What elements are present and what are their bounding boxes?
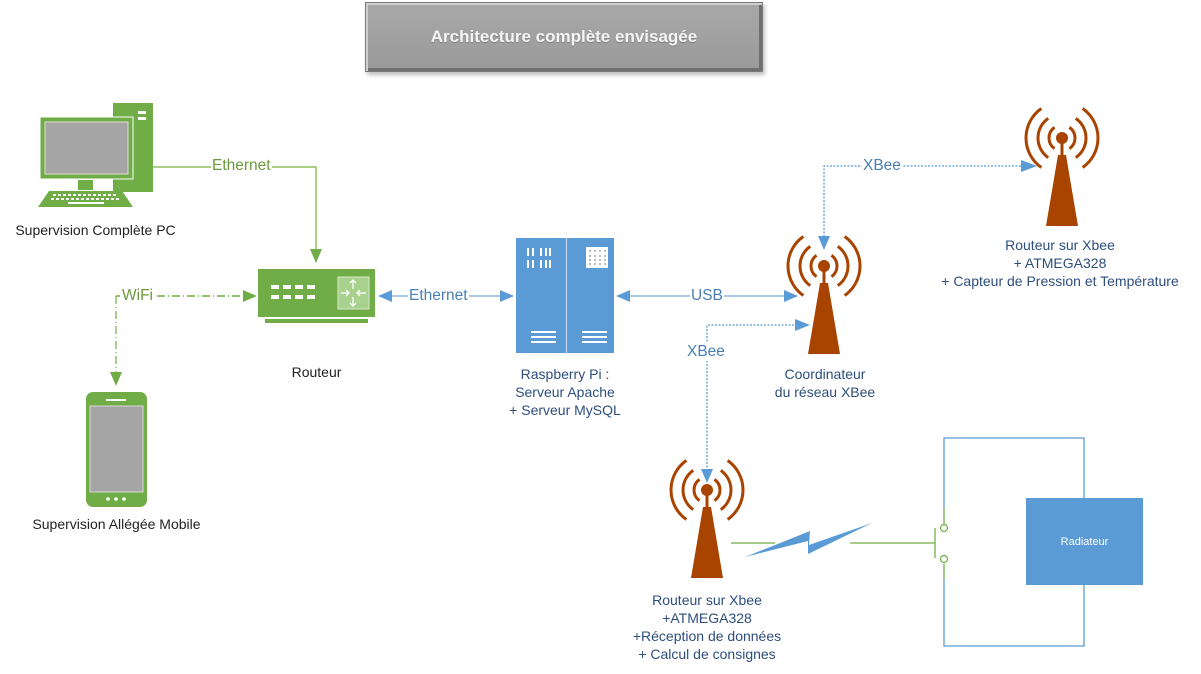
lightning-icon — [745, 523, 872, 557]
edge-label-ethernet-raspberry: Ethernet — [408, 287, 469, 305]
coordinator-label-line: Coordinateur — [784, 366, 866, 382]
sensor-router-label: Routeur sur Xbee + ATMEGA328 + Capteur d… — [925, 236, 1195, 290]
smartphone-icon — [86, 392, 147, 507]
desktop-computer-icon — [38, 103, 153, 207]
edge-label-wifi: WiFi — [121, 287, 154, 305]
actuator-router-label-line: +ATMEGA328 — [662, 610, 752, 626]
sensor-router-label-line: Routeur sur Xbee — [1005, 237, 1115, 253]
actuator-router-label: Routeur sur Xbee +ATMEGA328 +Réception d… — [617, 591, 797, 663]
server-icon — [516, 238, 614, 353]
edge-label-xbee-sensor: XBee — [862, 157, 902, 175]
radiator-box: Radiateur — [1026, 498, 1143, 585]
edge-xbee-sensor — [818, 160, 1037, 250]
edge-pc-router — [153, 166, 322, 263]
actuator-router-label-line: + Calcul de consignes — [638, 646, 776, 662]
pc-label: Supervision Complète PC — [15, 222, 176, 238]
radiator-label: Radiateur — [1060, 535, 1109, 548]
edge-label-xbee-actuator: XBee — [686, 343, 726, 361]
actuator-router-antenna-icon — [669, 459, 745, 578]
raspberry-label: Raspberry Pi : Serveur Apache + Serveur … — [485, 365, 645, 419]
edge-label-usb: USB — [690, 287, 724, 305]
relay-link — [731, 528, 936, 558]
diagram-title: Architecture complète envisagée — [365, 2, 763, 72]
edge-label-ethernet-pc: Ethernet — [211, 157, 272, 175]
coordinator-antenna-icon — [786, 235, 862, 354]
coordinator-label-line: du réseau XBee — [774, 384, 876, 400]
edge-xbee-actuator — [701, 319, 810, 483]
raspberry-label-line: + Serveur MySQL — [509, 402, 621, 418]
network-switch-icon — [258, 269, 375, 323]
coordinator-label: Coordinateur du réseau XBee — [745, 365, 905, 401]
radiator-circuit — [939, 437, 1085, 647]
sensor-router-label-line: + ATMEGA328 — [1013, 255, 1107, 271]
sensor-router-antenna-icon — [1024, 107, 1100, 226]
raspberry-label-line: Serveur Apache — [515, 384, 615, 400]
router-label: Routeur — [291, 364, 342, 380]
edge-wifi — [110, 290, 257, 386]
actuator-router-label-line: Routeur sur Xbee — [652, 592, 762, 608]
mobile-label: Supervision Allégée Mobile — [32, 516, 201, 532]
raspberry-label-line: Raspberry Pi : — [520, 366, 610, 382]
actuator-router-label-line: +Réception de données — [632, 628, 782, 644]
sensor-router-label-line: + Capteur de Pression et Température — [941, 273, 1179, 289]
